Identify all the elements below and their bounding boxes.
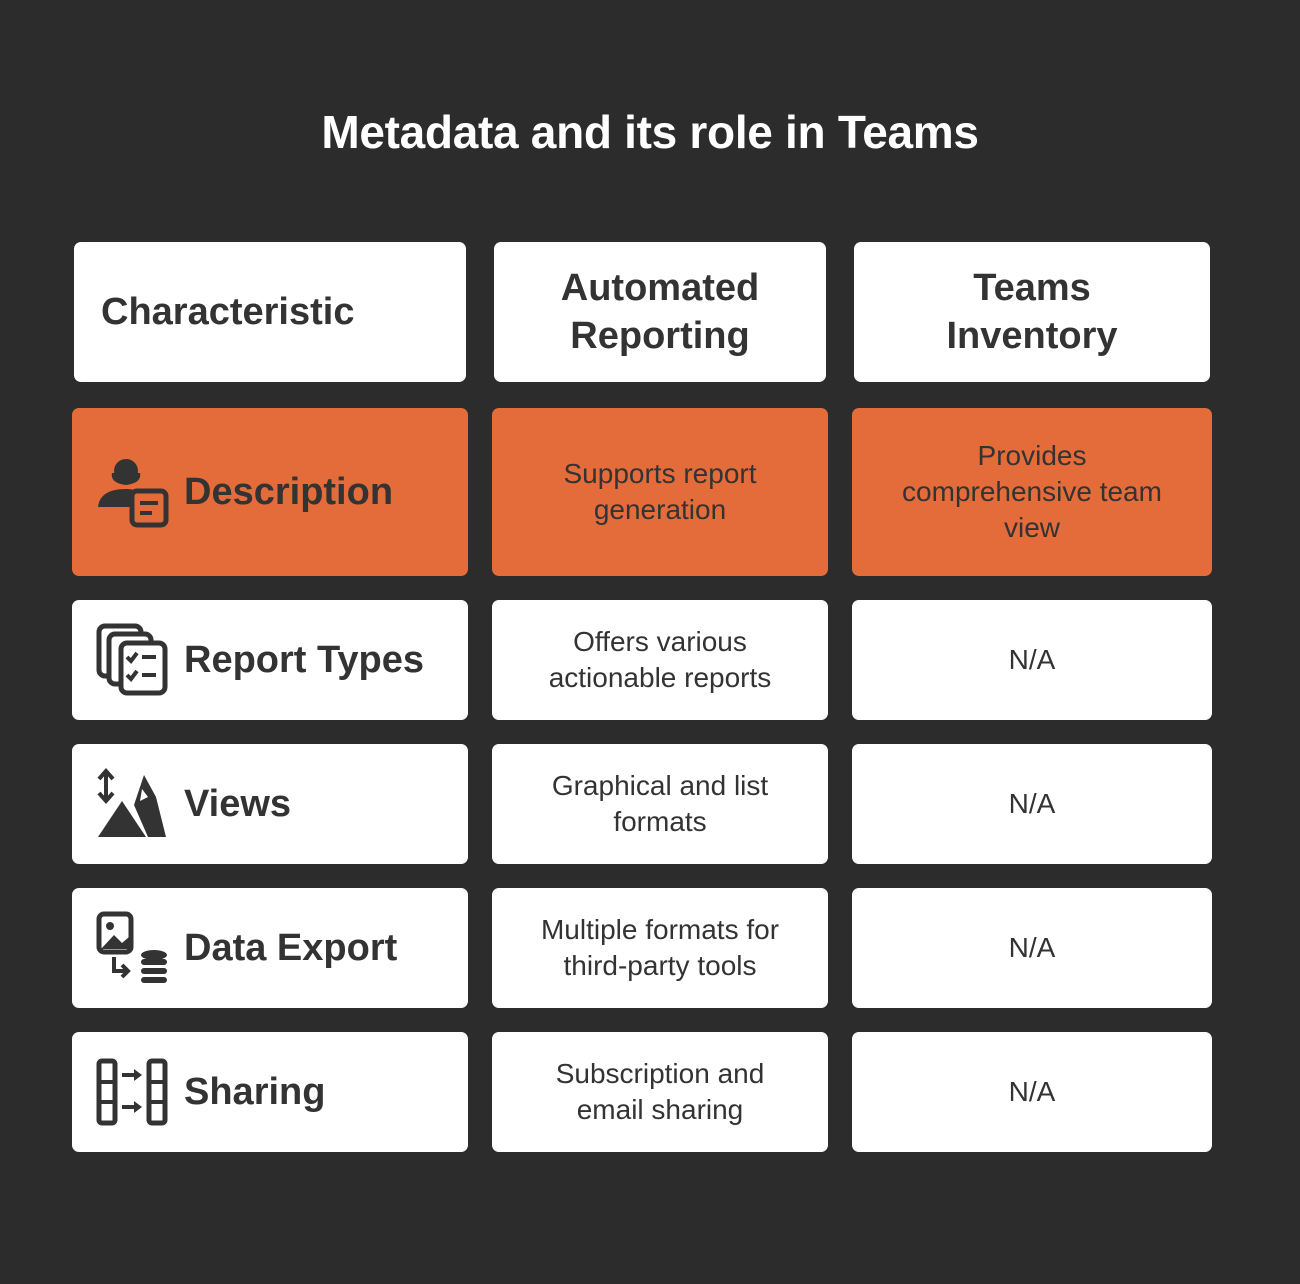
row-report-types-automated-reporting: Offers various actionable reports (492, 600, 828, 720)
row-label-sharing: Sharing (184, 1071, 326, 1113)
row-views-automated-reporting: Graphical and list formats (492, 744, 828, 864)
row-label-views: Views (184, 783, 292, 825)
row-description-automated-reporting: Supports report generation (492, 408, 828, 576)
row-data-export-header: Data Export (72, 888, 468, 1008)
cell-value: Graphical and list formats (551, 770, 769, 837)
row-report-types-teams-inventory: N/A (852, 600, 1212, 720)
cell-value: N/A (1008, 788, 1056, 819)
row-views-teams-inventory: N/A (852, 744, 1212, 864)
cell-value: Supports report generation (563, 458, 757, 525)
header-characteristic-label: Characteristic (101, 291, 355, 333)
mountain-arrows-icon (97, 767, 166, 837)
row-data-export-automated-reporting: Multiple formats for third-party tools (492, 888, 828, 1008)
cell-value: Offers various actionable reports (548, 626, 772, 693)
cell-value: Multiple formats for third-party tools (540, 914, 780, 981)
row-data-export-teams-inventory: N/A (852, 888, 1212, 1008)
header-characteristic: Characteristic (74, 242, 466, 382)
row-views-header: Views (72, 744, 468, 864)
row-sharing-automated-reporting: Subscription and email sharing (492, 1032, 828, 1152)
row-label-report-types: Report Types (184, 639, 425, 681)
row-label-data-export: Data Export (184, 927, 398, 969)
person-document-icon (98, 459, 169, 528)
cell-value: Provides comprehensive team view (902, 440, 1162, 543)
cell-value: N/A (1008, 644, 1056, 675)
row-report-types-header: Report Types (72, 600, 468, 720)
page-title: Metadata and its role in Teams (321, 106, 979, 158)
row-sharing-header: Sharing (72, 1032, 468, 1152)
image-to-database-icon (96, 911, 167, 983)
row-sharing-teams-inventory: N/A (852, 1032, 1212, 1152)
header-automated-reporting: Automated Reporting (494, 242, 826, 382)
header-teams-inventory: Teams Inventory (854, 242, 1210, 382)
columns-transfer-icon (96, 1058, 168, 1126)
header-teams-inventory-label: Teams Inventory (946, 267, 1118, 357)
cell-value: Subscription and email sharing (555, 1058, 765, 1125)
row-description-header: Description (72, 408, 468, 576)
cell-value: N/A (1008, 932, 1056, 963)
header-automated-reporting-label: Automated Reporting (560, 267, 760, 357)
stacked-checklist-icon (96, 623, 168, 696)
cell-value: N/A (1008, 1076, 1056, 1107)
row-label-description: Description (184, 471, 394, 513)
row-description-teams-inventory: Provides comprehensive team view (852, 408, 1212, 576)
